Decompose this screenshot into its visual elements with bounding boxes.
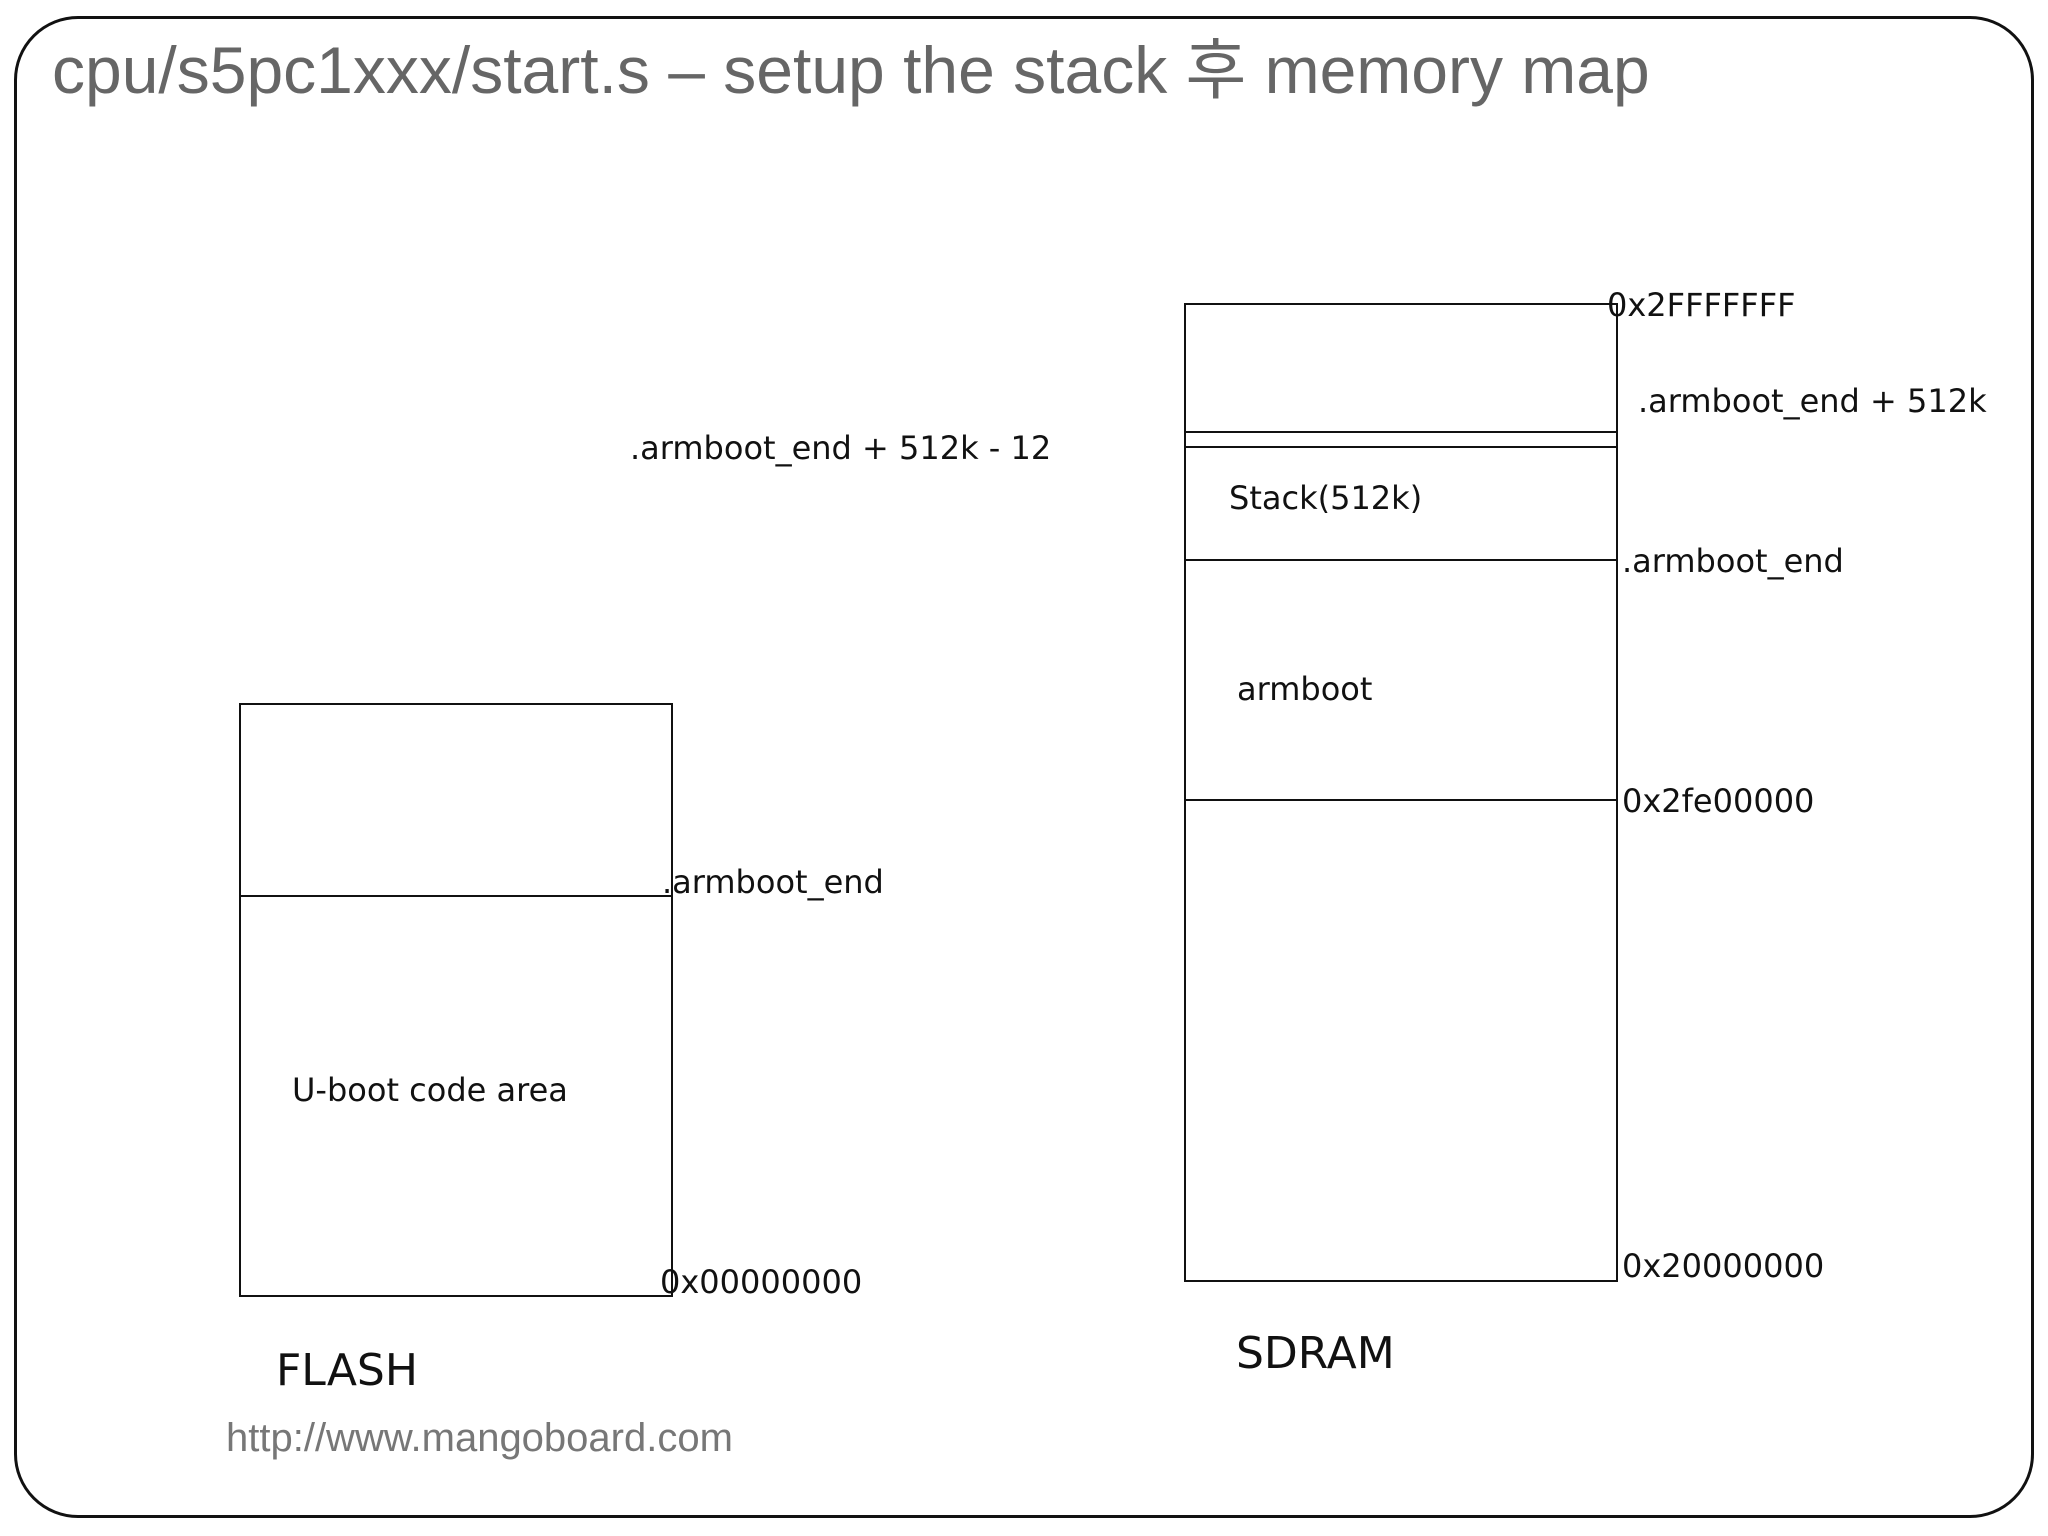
sdram-addr-armboot-start: 0x2fe00000	[1622, 782, 1815, 820]
sdram-armboot-label: armboot	[1237, 670, 1373, 708]
flash-armboot-end-divider	[239, 895, 673, 897]
flash-addr-armboot-end: .armboot_end	[662, 863, 884, 901]
flash-region-label: U-boot code area	[292, 1071, 568, 1109]
flash-caption: FLASH	[276, 1345, 418, 1396]
sdram-stack-label: Stack(512k)	[1229, 479, 1423, 517]
sdram-addr-stack-minus12: .armboot_end + 512k - 12	[630, 429, 1052, 467]
sdram-caption: SDRAM	[1236, 1328, 1395, 1379]
slide-title: cpu/s5pc1xxx/start.s – setup the stack 후…	[52, 33, 1650, 107]
sdram-armboot-end-divider	[1184, 559, 1618, 561]
sdram-addr-armboot-end: .armboot_end	[1622, 542, 1844, 580]
sdram-memory-block	[1184, 303, 1618, 1282]
sdram-armboot-start-divider	[1184, 799, 1618, 801]
sdram-stack-minus12-divider	[1184, 446, 1618, 448]
flash-memory-block	[239, 703, 673, 1297]
sdram-stack-top-divider	[1184, 431, 1618, 433]
sdram-addr-base: 0x20000000	[1622, 1247, 1825, 1285]
sdram-addr-stack-top: .armboot_end + 512k	[1638, 382, 1987, 420]
flash-addr-base: 0x00000000	[660, 1263, 863, 1301]
sdram-addr-top: 0x2FFFFFFF	[1607, 286, 1796, 324]
footer-url: http://www.mangoboard.com	[226, 1416, 733, 1460]
